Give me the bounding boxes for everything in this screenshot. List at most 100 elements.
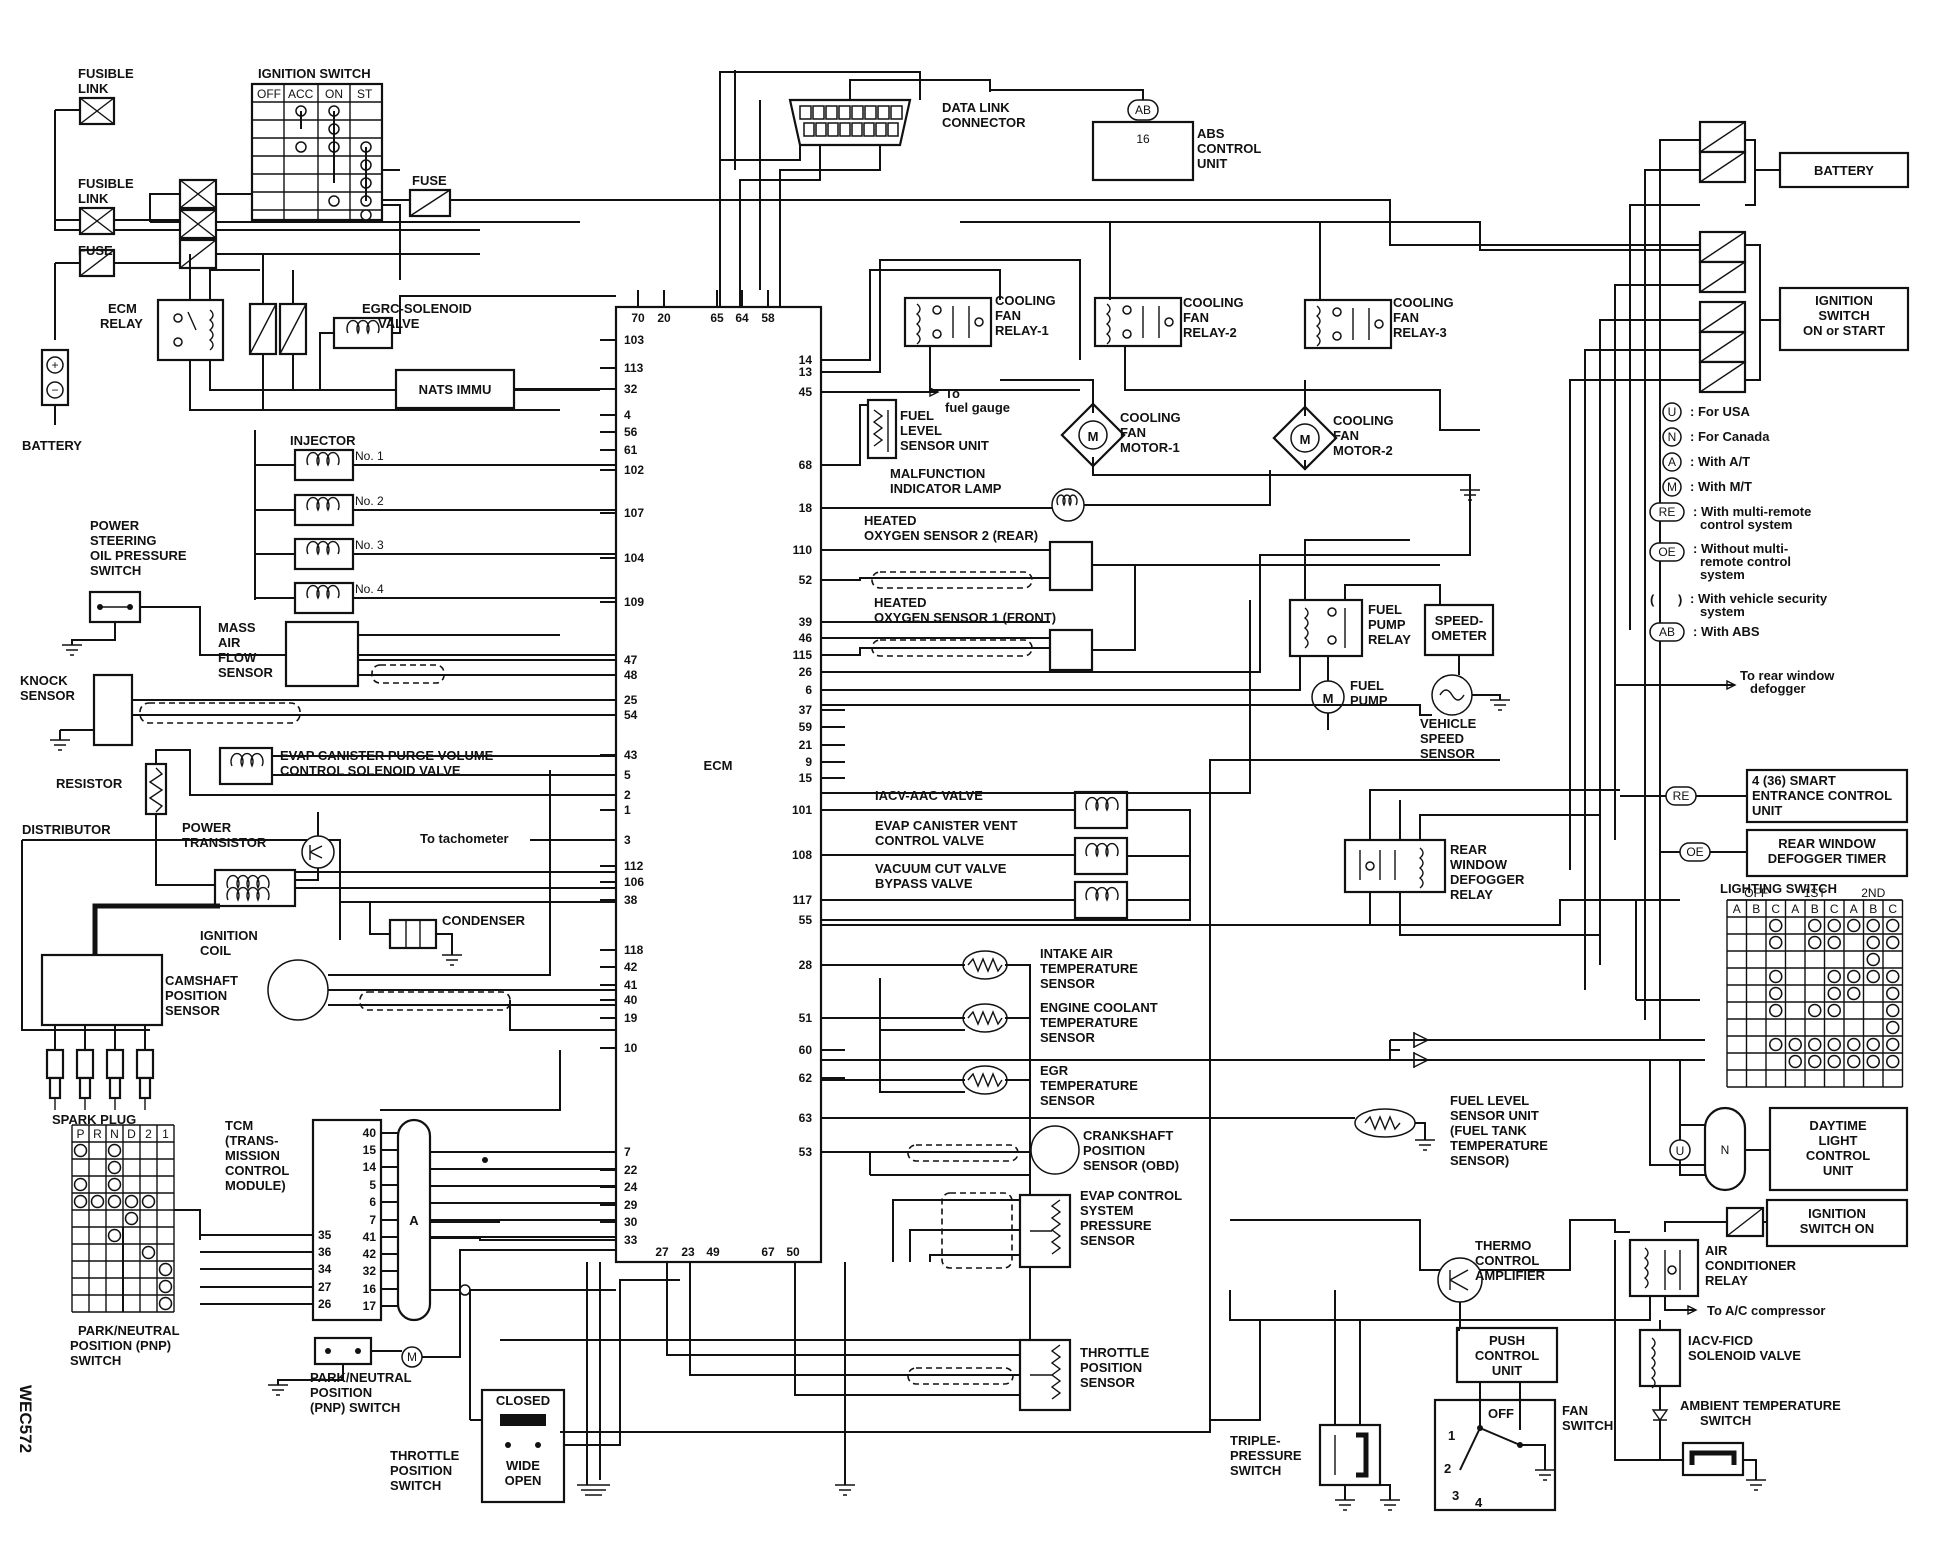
svg-text:: For Canada: : For Canada (1690, 429, 1770, 444)
ecm-pin-left: 32 (624, 382, 638, 396)
ecm-pin-left: 24 (624, 1180, 638, 1194)
nats-immu: NATS IMMU (394, 368, 616, 410)
ecm-pin-right: 39 (799, 615, 813, 629)
svg-text:No. 2: No. 2 (355, 494, 384, 508)
svg-text:N: N (1721, 1143, 1730, 1157)
svg-text:5: 5 (369, 1178, 376, 1192)
ecm-pin-right: 63 (799, 1111, 813, 1125)
ecm-pin-left: 38 (624, 893, 638, 907)
ecm-pin-bottom: 67 (761, 1245, 775, 1259)
svg-text:16: 16 (363, 1282, 377, 1296)
svg-text:RE: RE (1673, 789, 1690, 803)
svg-text:C: C (1830, 902, 1839, 916)
ecm-title: ECM (704, 758, 733, 773)
svg-text:OFF: OFF (1488, 1406, 1514, 1421)
ecm-pin-left: 33 (624, 1233, 638, 1247)
svg-text:41: 41 (363, 1230, 377, 1244)
svg-text:ON: ON (325, 87, 343, 101)
svg-text:: With ABS: : With ABS (1693, 624, 1760, 639)
ecm-pin-right: 21 (799, 738, 813, 752)
svg-text:2: 2 (1444, 1461, 1451, 1476)
pnp-col: N (110, 1127, 119, 1141)
ecm-pin-right: 53 (799, 1145, 813, 1159)
ecm-box (614, 305, 823, 1264)
svg-text:7: 7 (369, 1213, 376, 1227)
ecm-pin-left: 61 (624, 443, 638, 457)
svg-text:M: M (1667, 480, 1677, 494)
svg-text:27: 27 (318, 1280, 332, 1294)
svg-text:No. 3: No. 3 (355, 538, 384, 552)
ecm-pin-left: 25 (624, 693, 638, 707)
svg-text:A: A (1733, 902, 1741, 916)
ecm-pin-left: 40 (624, 993, 638, 1007)
battery-left-label: BATTERY (22, 438, 82, 453)
svg-text:CLOSED: CLOSED (496, 1393, 550, 1408)
ecm-pin-top: 20 (657, 311, 671, 325)
pnp-col: 1 (162, 1127, 169, 1141)
svg-text:OE: OE (1686, 845, 1703, 859)
ecm-pin-left: 3 (624, 833, 631, 847)
ecm-pin-left: 102 (624, 463, 644, 477)
ecm-pin-left: 10 (624, 1041, 638, 1055)
ecm-pin-left: 54 (624, 708, 638, 722)
pnp-col: 2 (145, 1127, 152, 1141)
svg-text:26: 26 (318, 1297, 332, 1311)
svg-text:ACC: ACC (288, 87, 314, 101)
pnp-col: D (127, 1127, 136, 1141)
svg-text:AB: AB (1135, 103, 1151, 117)
svg-text:IACV-AAC VALVE: IACV-AAC VALVE (875, 788, 983, 803)
svg-text:N: N (1668, 430, 1677, 444)
svg-text:14: 14 (363, 1160, 377, 1174)
injectors: INJECTOR No. 1 No. 2 No. 3 No. 4 (254, 430, 616, 615)
ecm-pin-right: 108 (792, 848, 812, 862)
svg-text:2ND: 2ND (1861, 886, 1885, 900)
svg-text:No. 4: No. 4 (355, 582, 384, 596)
ignition-switch: IGNITION SWITCH OFF ACC ON ST (250, 66, 401, 280)
ecm-pin-bottom: 49 (706, 1245, 720, 1259)
ecm-pin-right: 110 (793, 543, 813, 557)
svg-text:32: 32 (363, 1264, 377, 1278)
ecm-pin-right: 115 (793, 648, 813, 662)
svg-text:DISTRIBUTOR: DISTRIBUTOR (22, 822, 111, 837)
ecm-pin-top: 70 (631, 311, 645, 325)
svg-text:: With M/T: : With M/T (1690, 479, 1752, 494)
svg-text:M: M (407, 1350, 417, 1364)
grounds-bottom (577, 1262, 855, 1496)
diagram-code: WEC572 (16, 1385, 35, 1453)
ecm-pin-right: 52 (799, 573, 813, 587)
